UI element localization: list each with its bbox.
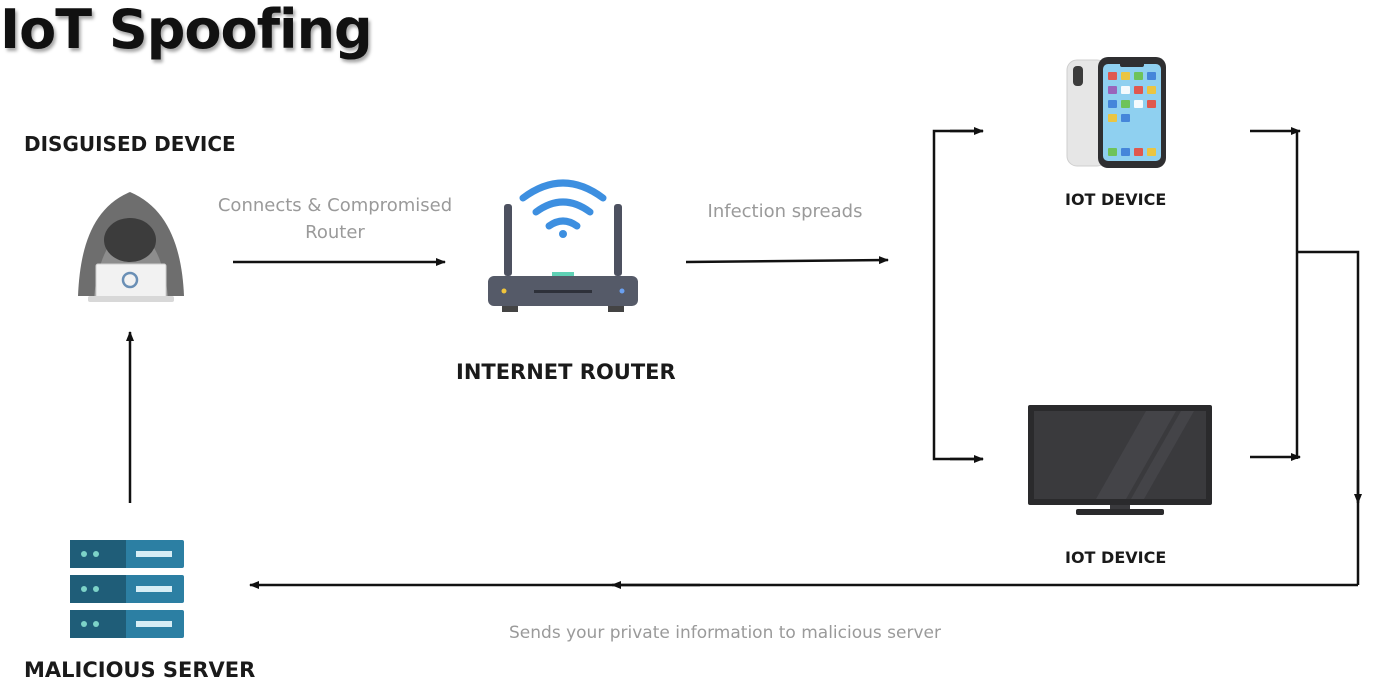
iot-device-tv-label: IOT DEVICE: [1065, 548, 1167, 567]
sends-caption: Sends your private information to malici…: [509, 623, 941, 643]
disguised-device-label: DISGUISED DEVICE: [24, 132, 236, 156]
television-icon: [1028, 405, 1212, 515]
arrow-infection: [685, 256, 889, 265]
merge-to-return: [1297, 250, 1360, 585]
connects-caption-line1: Connects & Compromised: [217, 195, 453, 216]
router-icon: [488, 179, 638, 312]
hacker-icon: [78, 192, 184, 302]
internet-router-label: INTERNET ROUTER: [456, 360, 676, 384]
connects-caption: Connects & Compromised Router: [190, 192, 480, 246]
iot-device-phone-label: IOT DEVICE: [1065, 190, 1167, 209]
split-bracket: [932, 129, 983, 461]
smartphone-icon: [1066, 57, 1166, 168]
server-icon: [70, 540, 184, 638]
infection-caption: Infection spreads: [707, 201, 863, 222]
malicious-server-label: MALICIOUS SERVER: [24, 658, 256, 682]
connects-caption-line2: Router: [305, 222, 365, 243]
diagram-title: IoT Spoofing: [0, 0, 373, 61]
